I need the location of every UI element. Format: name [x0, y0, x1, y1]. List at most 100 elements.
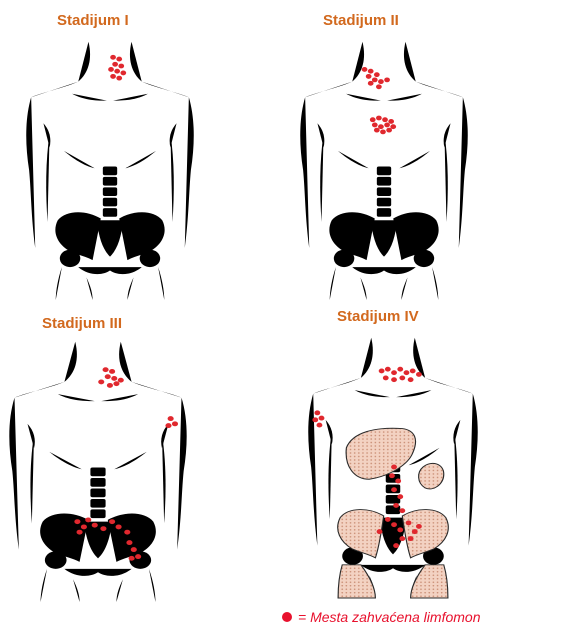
lymph-node-dot	[391, 377, 397, 382]
liver-shape	[346, 428, 415, 479]
stage-2-panel: Stadijum II	[281, 0, 562, 300]
lymph-node-dot	[366, 74, 372, 79]
lymph-node-dot	[385, 367, 391, 372]
lymph-node-dot	[389, 473, 395, 478]
lymph-node-dot	[129, 556, 135, 561]
lymph-node-dot	[380, 129, 386, 134]
lymph-node-dot	[116, 524, 122, 529]
lymph-node-dot	[114, 69, 120, 74]
lymph-node-dot	[397, 367, 403, 372]
lymph-node-dot	[374, 128, 380, 133]
lymph-node-dot	[397, 527, 403, 532]
lymph-node-dot	[406, 520, 412, 525]
lymph-node-dot	[126, 540, 132, 545]
lymph-node-dot	[124, 530, 130, 535]
stage-1-title: Stadijum I	[57, 12, 129, 29]
lymph-node-dot	[118, 378, 124, 383]
lymph-node-dot	[372, 77, 378, 82]
lymph-node-dot	[404, 370, 410, 375]
lymph-node-dot	[109, 519, 115, 524]
stage-4-title: Stadijum IV	[337, 308, 419, 325]
lymph-node-dot	[100, 526, 106, 531]
lymph-node-dot	[410, 368, 416, 373]
stage-2-lymph-sites	[362, 67, 396, 134]
stage-2-title: Stadijum II	[323, 12, 399, 29]
lymph-node-dot	[391, 522, 397, 527]
lymph-node-dot	[393, 543, 399, 548]
lymph-node-dot	[370, 117, 376, 122]
lymph-node-dot	[113, 381, 119, 386]
lymph-node-dot	[378, 124, 384, 129]
lymph-node-dot	[168, 416, 174, 421]
lymph-node-dot	[172, 421, 178, 426]
lymph-node-dot	[390, 124, 396, 129]
lymph-node-dot	[112, 62, 118, 67]
legend: = Mesta zahvaćena limfomon	[282, 609, 480, 625]
lymph-node-dot	[110, 74, 116, 79]
lymph-node-dot	[103, 367, 109, 372]
lymph-node-dot	[386, 128, 392, 133]
lymph-node-dot	[395, 479, 401, 484]
lymph-node-dot	[379, 368, 385, 373]
lymph-node-dot	[131, 547, 137, 552]
lymph-node-dot	[391, 465, 397, 470]
lymph-node-dot	[382, 117, 388, 122]
lymph-node-dot	[374, 72, 380, 77]
legend-text: = Mesta zahvaćena limfomon	[298, 609, 480, 625]
lymph-node-dot	[135, 554, 141, 559]
spleen-shape	[419, 463, 444, 489]
lymph-node-dot	[314, 410, 320, 415]
lymph-node-dot	[116, 57, 122, 62]
lymph-node-dot	[312, 417, 318, 422]
lymph-node-dot	[317, 423, 323, 428]
lymph-node-dot	[362, 67, 368, 72]
lymph-node-dot	[416, 372, 422, 377]
lymph-node-dot	[120, 71, 126, 76]
lymph-node-dot	[98, 379, 104, 384]
legend-dot-icon	[282, 612, 292, 622]
lymph-node-dot	[391, 487, 397, 492]
stage-3-panel: Stadijum III	[0, 300, 281, 600]
lymph-node-dot	[412, 529, 418, 534]
lymph-node-dot	[376, 116, 382, 121]
lymph-node-dot	[74, 519, 80, 524]
lymph-node-dot	[77, 530, 83, 535]
lymph-node-dot	[111, 376, 117, 381]
lymph-node-dot	[108, 67, 114, 72]
lymph-node-dot	[397, 494, 403, 499]
lymph-node-dot	[81, 524, 87, 529]
lymph-node-dot	[116, 76, 122, 81]
lymph-node-dot	[393, 503, 399, 508]
lymph-node-dot	[372, 123, 378, 128]
lymph-node-dot	[368, 81, 374, 86]
stage-4-panel: Stadijum IV	[281, 300, 562, 600]
lymph-node-dot	[118, 64, 124, 69]
stage-3-body-diagram	[8, 340, 188, 602]
lymph-node-dot	[378, 79, 384, 84]
lymph-node-dot	[388, 119, 394, 124]
lymph-node-dot	[408, 377, 414, 382]
lymph-node-dot	[377, 529, 383, 534]
lymph-node-dot	[416, 524, 422, 529]
lymph-node-dot	[399, 375, 405, 380]
stage-1-panel: Stadijum I	[0, 0, 281, 300]
lymph-node-dot	[110, 55, 116, 60]
lymph-node-dot	[383, 375, 389, 380]
lymph-node-dot	[384, 123, 390, 128]
stage-2-body-diagram	[299, 40, 469, 300]
lymph-node-dot	[85, 517, 91, 522]
lymph-node-dot	[105, 374, 111, 379]
lymph-node-dot	[109, 369, 115, 374]
lymph-node-dot	[107, 383, 113, 388]
lymph-node-dot	[368, 69, 374, 74]
lymph-node-dot	[391, 370, 397, 375]
lymph-node-dot	[408, 536, 414, 541]
stage-3-title: Stadijum III	[42, 315, 122, 332]
lymph-node-dot	[165, 423, 171, 428]
lymph-node-dot	[399, 508, 405, 513]
lymph-node-dot	[385, 517, 391, 522]
lymph-node-dot	[92, 523, 98, 528]
stage-1-body-diagram	[25, 40, 195, 300]
lymph-node-dot	[384, 77, 390, 82]
lymph-node-dot	[319, 416, 325, 421]
